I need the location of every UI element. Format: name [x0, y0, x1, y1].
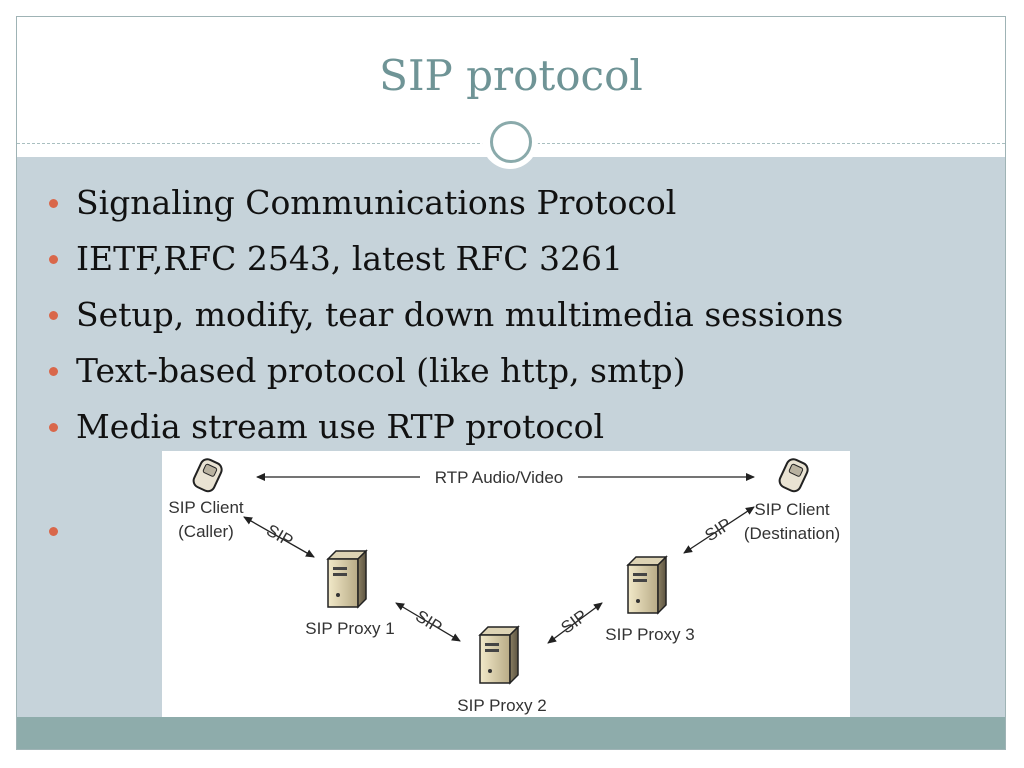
- bullet-dot-icon: [49, 527, 58, 536]
- bullet-dot-icon: [49, 367, 58, 376]
- rtp-label-bg: [420, 465, 578, 487]
- bullet-dot-icon: [49, 311, 58, 320]
- bullet-dot-icon: [49, 255, 58, 264]
- bullet-item: Text-based protocol (like http, smtp): [49, 351, 843, 407]
- bullet-text: Text-based protocol (like http, smtp): [76, 351, 686, 390]
- bullet-text: IETF,RFC 2543, latest RFC 3261: [76, 239, 623, 278]
- sip-link-proxy3-destination: [683, 506, 755, 554]
- destination-label-1: SIP Client: [754, 500, 830, 519]
- proxy3-label: SIP Proxy 3: [605, 625, 694, 644]
- ring-ornament-icon: [482, 113, 538, 169]
- sip-diagram-svg: RTP Audio/Video SIP Client (Caller) SIP …: [168, 458, 840, 715]
- bullet-dot-icon: [49, 423, 58, 432]
- slide: SIP protocol Signaling Communications Pr…: [16, 16, 1006, 750]
- phone-icon: [192, 458, 223, 493]
- sip-link-label: SIP: [263, 521, 296, 551]
- bullet-item: Signaling Communications Protocol: [49, 183, 843, 239]
- sip-link-caller-proxy1: [243, 516, 315, 558]
- proxy2-label: SIP Proxy 2: [457, 696, 546, 715]
- caller-label-2: (Caller): [178, 522, 234, 541]
- sip-link-label: SIP: [412, 606, 445, 637]
- phone-icon: [778, 458, 809, 493]
- server-icon: [478, 625, 520, 685]
- bullet-text: Setup, modify, tear down multimedia sess…: [76, 295, 844, 334]
- destination-label-2: (Destination): [744, 524, 840, 543]
- rtp-label: RTP Audio/Video: [435, 468, 564, 487]
- bullet-item: Media stream use RTP protocol: [49, 407, 843, 463]
- proxy1-label: SIP Proxy 1: [305, 619, 394, 638]
- sip-link-label: SIP: [702, 514, 735, 545]
- bullet-item: IETF,RFC 2543, latest RFC 3261: [49, 239, 843, 295]
- server-icon: [326, 549, 368, 609]
- bullet-list: Signaling Communications Protocol IETF,R…: [49, 183, 843, 463]
- sip-link-proxy2-proxy3: [547, 602, 603, 644]
- bullet-dot-icon: [49, 199, 58, 208]
- ring-inner: [490, 121, 532, 163]
- caller-label-1: SIP Client: [168, 498, 244, 517]
- slide-title: SIP protocol: [379, 51, 643, 100]
- footer-band: [17, 717, 1005, 749]
- bullet-text: Signaling Communications Protocol: [76, 183, 677, 222]
- sip-diagram: RTP Audio/Video SIP Client (Caller) SIP …: [162, 451, 850, 717]
- bullet-text: Media stream use RTP protocol: [76, 407, 605, 446]
- server-icon: [626, 555, 668, 615]
- sip-link-proxy1-proxy2: [395, 602, 461, 642]
- bullet-item: Setup, modify, tear down multimedia sess…: [49, 295, 843, 351]
